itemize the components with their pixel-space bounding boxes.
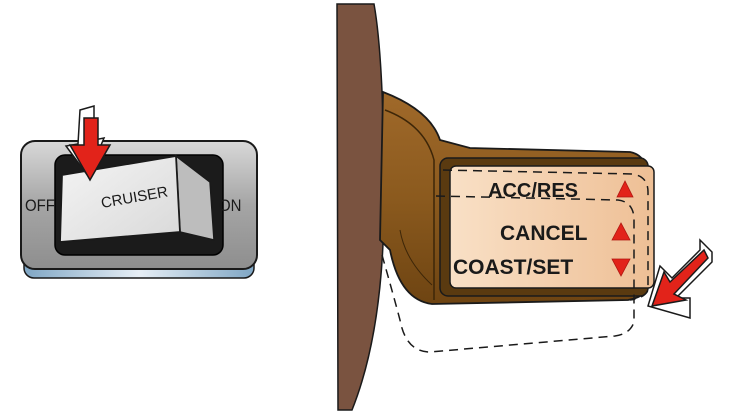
acc-res-up-icon (616, 180, 634, 198)
dashed-outline-upper (442, 169, 649, 301)
cruise-stalk: ACC/RES CANCEL COAST/SET (336, 3, 713, 411)
steering-column (336, 3, 385, 411)
switch-on-label: ON (219, 198, 241, 216)
stalk-button-panel (449, 165, 655, 289)
push-arrow-icon (647, 238, 713, 319)
cruise-switch: OFF ON CRUISER (20, 105, 258, 279)
cancel-label: CANCEL (500, 222, 588, 245)
acc-res-label: ACC/RES (488, 180, 578, 202)
press-arrow-icon (64, 105, 112, 182)
coast-set-label: COAST/SET (453, 256, 573, 279)
cancel-up-icon (611, 222, 631, 241)
dashed-outline-lower (381, 195, 635, 353)
switch-off-label: OFF (25, 198, 55, 216)
coast-set-down-icon (611, 258, 631, 277)
